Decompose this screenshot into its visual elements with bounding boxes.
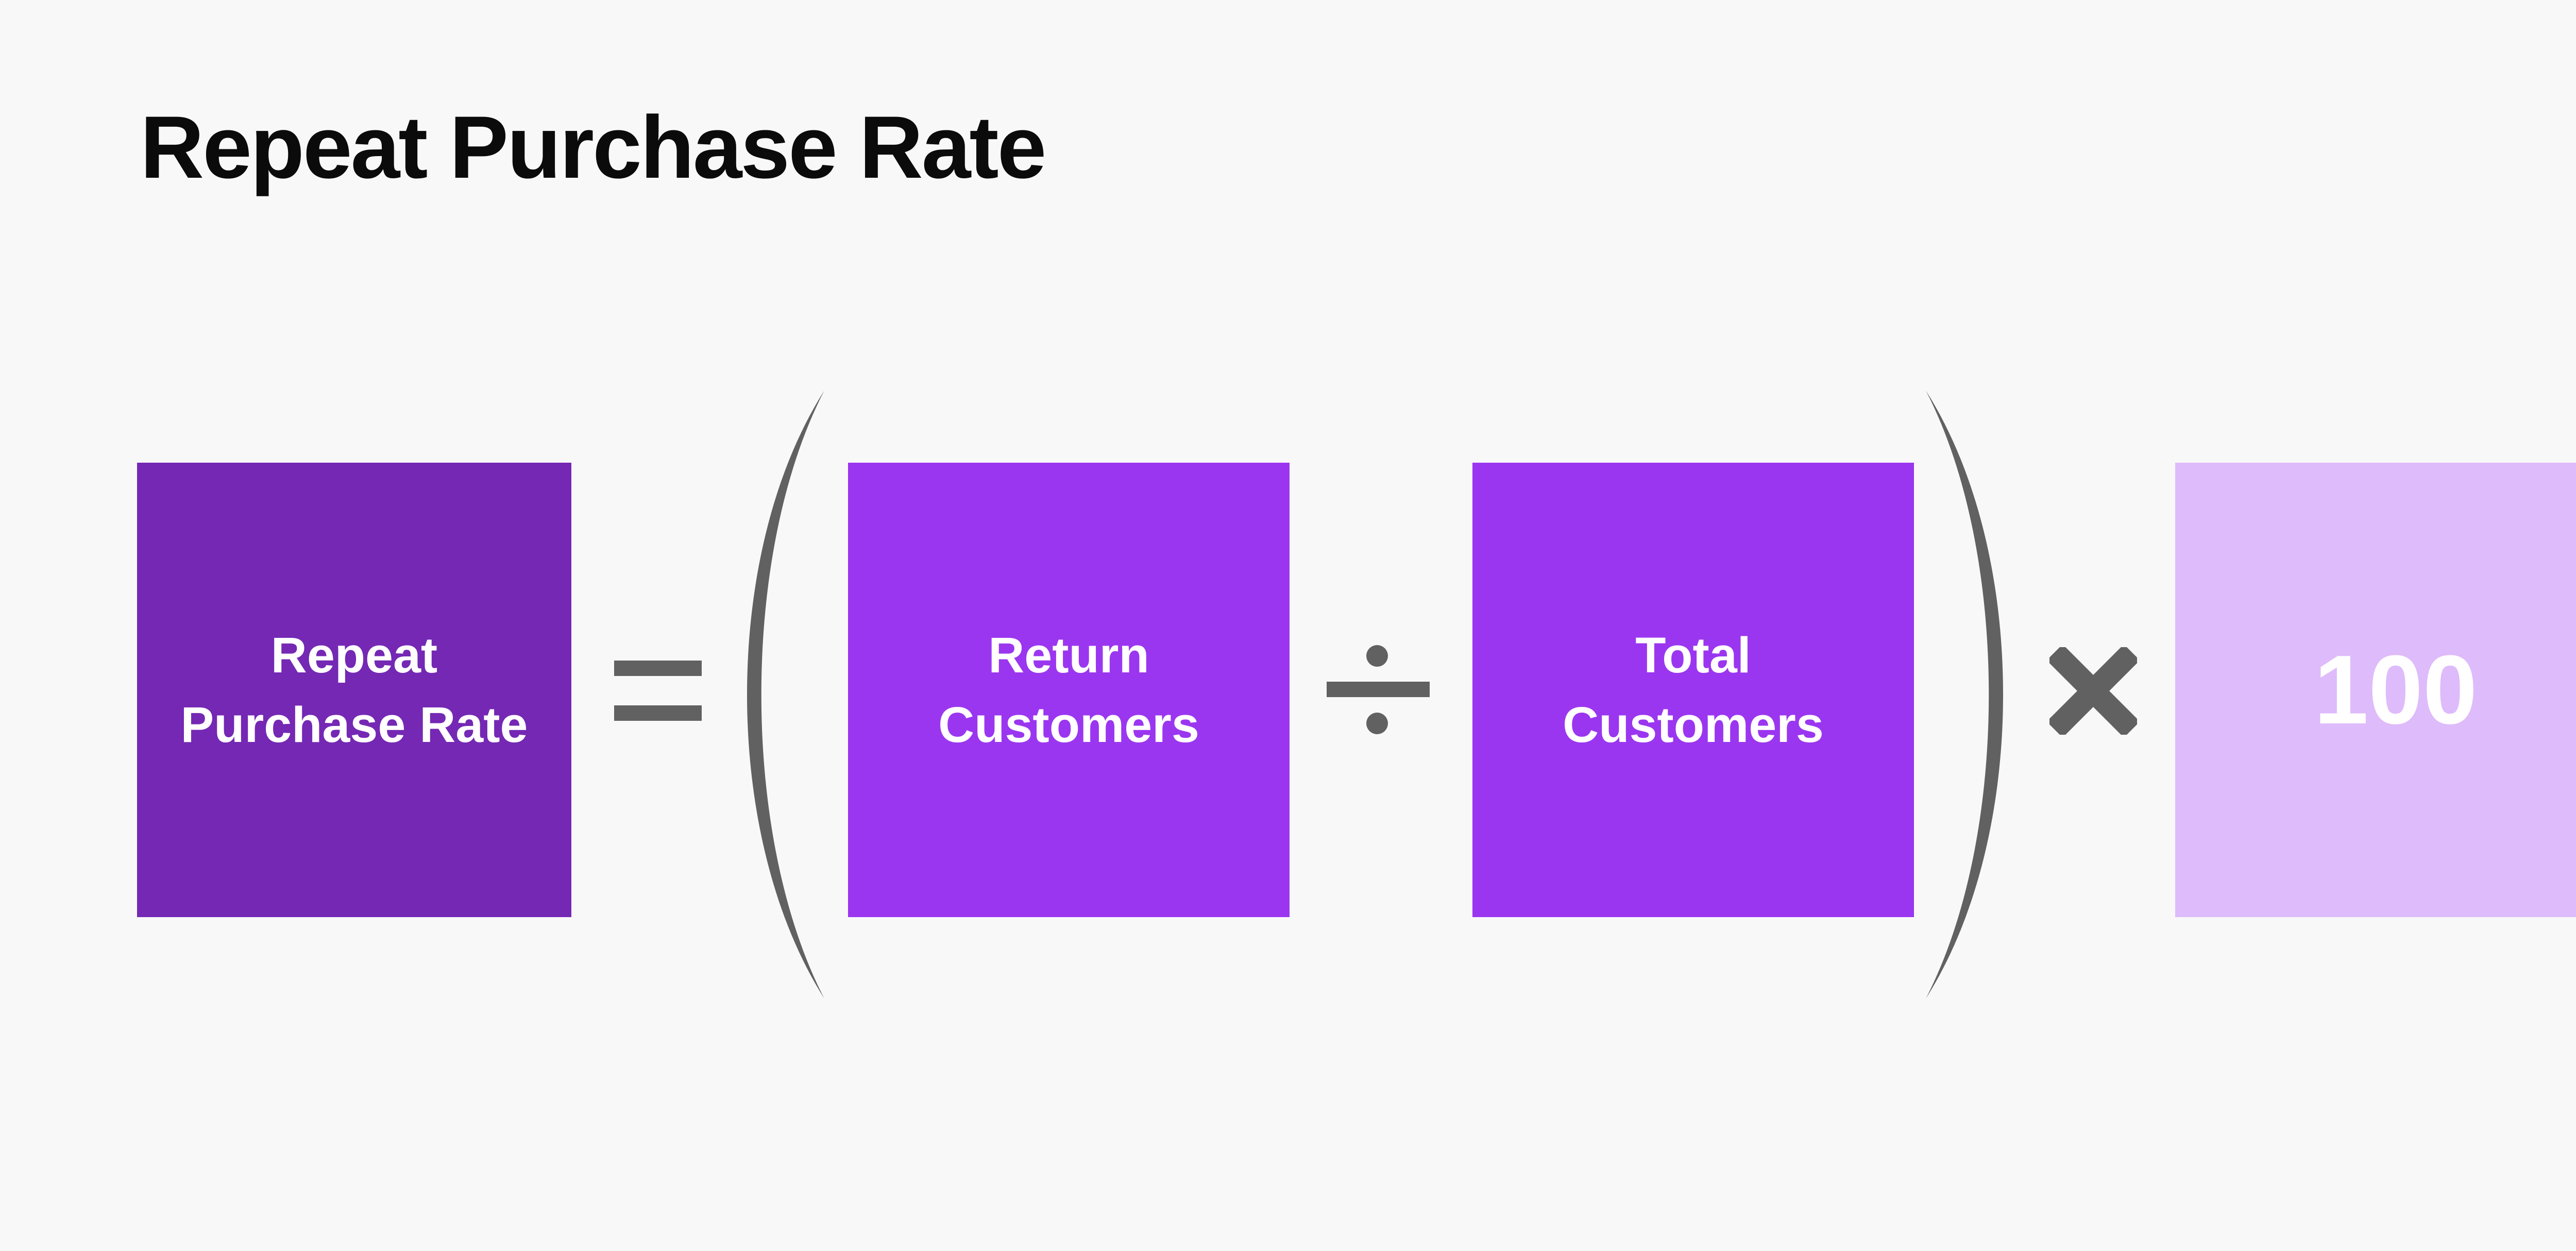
equals-bar-top [614, 661, 702, 676]
denominator-line-1: Total [1635, 627, 1751, 683]
divide-icon [1327, 645, 1430, 734]
denominator-line-2: Customers [1563, 697, 1824, 753]
result-line-2: Purchase Rate [180, 697, 528, 753]
numerator-line-1: Return [988, 627, 1149, 683]
equals-icon [614, 661, 702, 721]
numerator-line-2: Customers [938, 697, 1199, 753]
numerator-box: Return Customers [848, 463, 1290, 917]
result-box: Repeat Purchase Rate [137, 463, 571, 917]
denominator-box: Total Customers [1472, 463, 1914, 917]
page-title: Repeat Purchase Rate [140, 98, 1046, 197]
divide-dot-bottom [1366, 713, 1388, 734]
multiplier-box: 100 [2175, 463, 2576, 917]
divide-bar [1327, 682, 1430, 697]
equals-bar-bottom [614, 705, 702, 721]
result-box-label: Repeat Purchase Rate [181, 620, 528, 759]
numerator-box-label: Return Customers [938, 620, 1199, 759]
multiplier-value: 100 [2314, 635, 2478, 745]
open-paren-icon [747, 391, 824, 999]
result-line-1: Repeat [270, 627, 438, 683]
divide-dot-top [1366, 645, 1388, 667]
denominator-box-label: Total Customers [1563, 620, 1824, 759]
multiply-icon [2049, 647, 2137, 735]
multiplier-box-label: 100 [2314, 641, 2477, 739]
close-paren-icon [1926, 391, 2003, 999]
